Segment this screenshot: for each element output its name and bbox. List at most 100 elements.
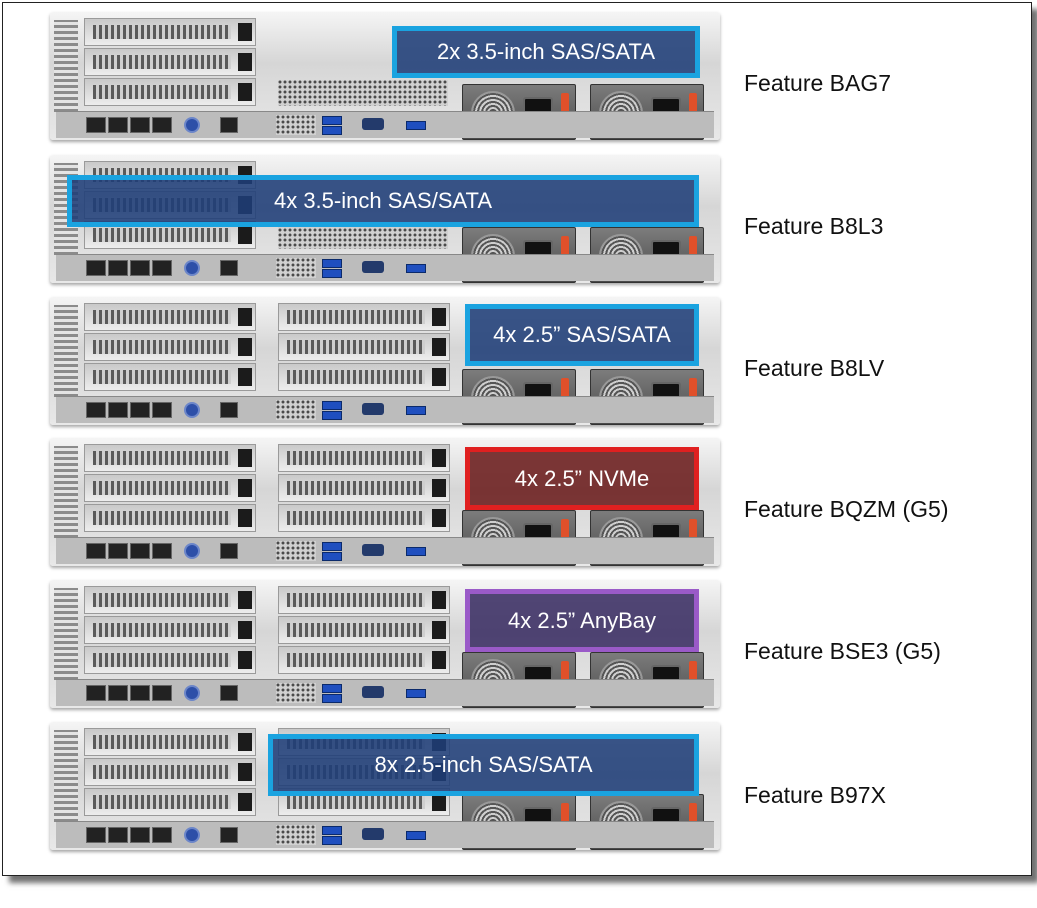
slot-vent: [287, 340, 425, 354]
vent-honeycomb: [276, 400, 316, 420]
usb-port-icon: [322, 542, 342, 551]
slot-latch: [238, 733, 252, 751]
vent-honeycomb: [276, 825, 316, 845]
rear-io-panel: [56, 679, 714, 706]
usb-port-icon: [322, 411, 342, 420]
usb-port-icon: [322, 836, 342, 845]
vent-honeycomb: [276, 541, 316, 561]
network-port-icon: [130, 402, 150, 418]
network-port-icon: [130, 543, 150, 559]
vent-honeycomb: [276, 115, 316, 135]
network-port-icon: [108, 827, 128, 843]
slot-latch: [238, 23, 252, 41]
slot-vent: [93, 340, 231, 354]
psu-release-latch: [689, 236, 697, 270]
server-rear-view: 8x 2.5-inch SAS/SATA: [50, 722, 720, 852]
psu-release-latch: [689, 519, 697, 553]
drive-bay-highlight: 4x 3.5-inch SAS/SATA: [67, 175, 699, 227]
pcie-slot: [84, 586, 256, 614]
slot-latch: [238, 621, 252, 639]
network-port-icon: [86, 685, 106, 701]
vent-grille: [54, 20, 78, 112]
slot-vent: [287, 511, 425, 525]
slot-latch: [432, 651, 446, 669]
drive-bay-highlight: 2x 3.5-inch SAS/SATA: [392, 26, 700, 78]
slot-vent: [93, 55, 231, 69]
server-rear-view: 2x 3.5-inch SAS/SATA: [50, 12, 720, 142]
server-rear-view: 4x 2.5” AnyBay: [50, 580, 720, 710]
psu-release-latch: [561, 803, 569, 837]
vga-port-icon: [362, 403, 384, 415]
network-port-icon: [108, 117, 128, 133]
slot-vent: [93, 735, 231, 749]
usb-port-icon: [406, 831, 426, 840]
pcie-slot: [278, 646, 450, 674]
slot-vent: [287, 481, 425, 495]
mgmt-port-icon: [220, 543, 238, 559]
drive-bay-label: 4x 2.5” SAS/SATA: [493, 322, 671, 347]
usb-port-icon: [406, 547, 426, 556]
usb-port-icon: [322, 552, 342, 561]
rear-io-panel: [56, 111, 714, 138]
slot-latch: [432, 793, 446, 811]
drive-bay-highlight: 4x 2.5” NVMe: [465, 447, 699, 510]
thumbscrew-icon: [184, 827, 200, 843]
slot-vent: [287, 623, 425, 637]
vent-grille: [54, 730, 78, 822]
feature-code-label: Feature BSE3 (G5): [744, 638, 941, 664]
network-port-icon: [130, 827, 150, 843]
server-rear-view: 4x 2.5” SAS/SATA: [50, 297, 720, 427]
pcie-slot: [278, 363, 450, 391]
psu-release-latch: [561, 378, 569, 412]
psu-release-latch: [561, 93, 569, 127]
network-port-icon: [152, 543, 172, 559]
slot-latch: [238, 368, 252, 386]
usb-port-icon: [406, 264, 426, 273]
rear-io-panel: [56, 537, 714, 564]
server-rear-view: 4x 2.5” NVMe: [50, 438, 720, 568]
drive-bay-highlight: 4x 2.5” AnyBay: [465, 589, 699, 652]
network-port-icon: [108, 685, 128, 701]
mgmt-port-icon: [220, 260, 238, 276]
usb-port-icon: [322, 116, 342, 125]
vent-honeycomb: [278, 80, 448, 106]
slot-vent: [287, 451, 425, 465]
slot-vent: [287, 593, 425, 607]
feature-code-label: Feature B8LV: [744, 355, 885, 381]
network-port-icon: [130, 260, 150, 276]
network-port-icon: [152, 260, 172, 276]
pcie-slot: [278, 586, 450, 614]
drive-bay-label: 4x 2.5” AnyBay: [508, 607, 656, 633]
feature-code-label: Feature BQZM (G5): [744, 496, 949, 522]
slot-vent: [93, 228, 231, 242]
thumbscrew-icon: [184, 260, 200, 276]
pcie-slot: [84, 788, 256, 816]
usb-port-icon: [322, 269, 342, 278]
vent-honeycomb: [278, 223, 448, 249]
drive-bay-fill: [470, 452, 694, 505]
slot-vent: [287, 795, 425, 809]
usb-port-icon: [406, 689, 426, 698]
network-port-icon: [152, 402, 172, 418]
feature-code-label: Feature BAG7: [744, 70, 892, 96]
pcie-slot: [84, 504, 256, 532]
slot-vent: [93, 370, 231, 384]
slot-latch: [432, 308, 446, 326]
vent-grille: [54, 588, 78, 680]
slot-latch: [432, 621, 446, 639]
slot-vent: [93, 795, 231, 809]
psu-release-latch: [689, 378, 697, 412]
network-port-icon: [86, 117, 106, 133]
psu-release-latch: [689, 661, 697, 695]
psu-release-latch: [561, 661, 569, 695]
rear-io-panel: [56, 821, 714, 848]
slot-latch: [238, 793, 252, 811]
pcie-slot: [84, 303, 256, 331]
pcie-slot: [278, 303, 450, 331]
vent-honeycomb: [276, 683, 316, 703]
network-port-icon: [130, 117, 150, 133]
pcie-slot: [84, 363, 256, 391]
usb-port-icon: [322, 826, 342, 835]
slot-latch: [432, 338, 446, 356]
usb-port-icon: [322, 401, 342, 410]
